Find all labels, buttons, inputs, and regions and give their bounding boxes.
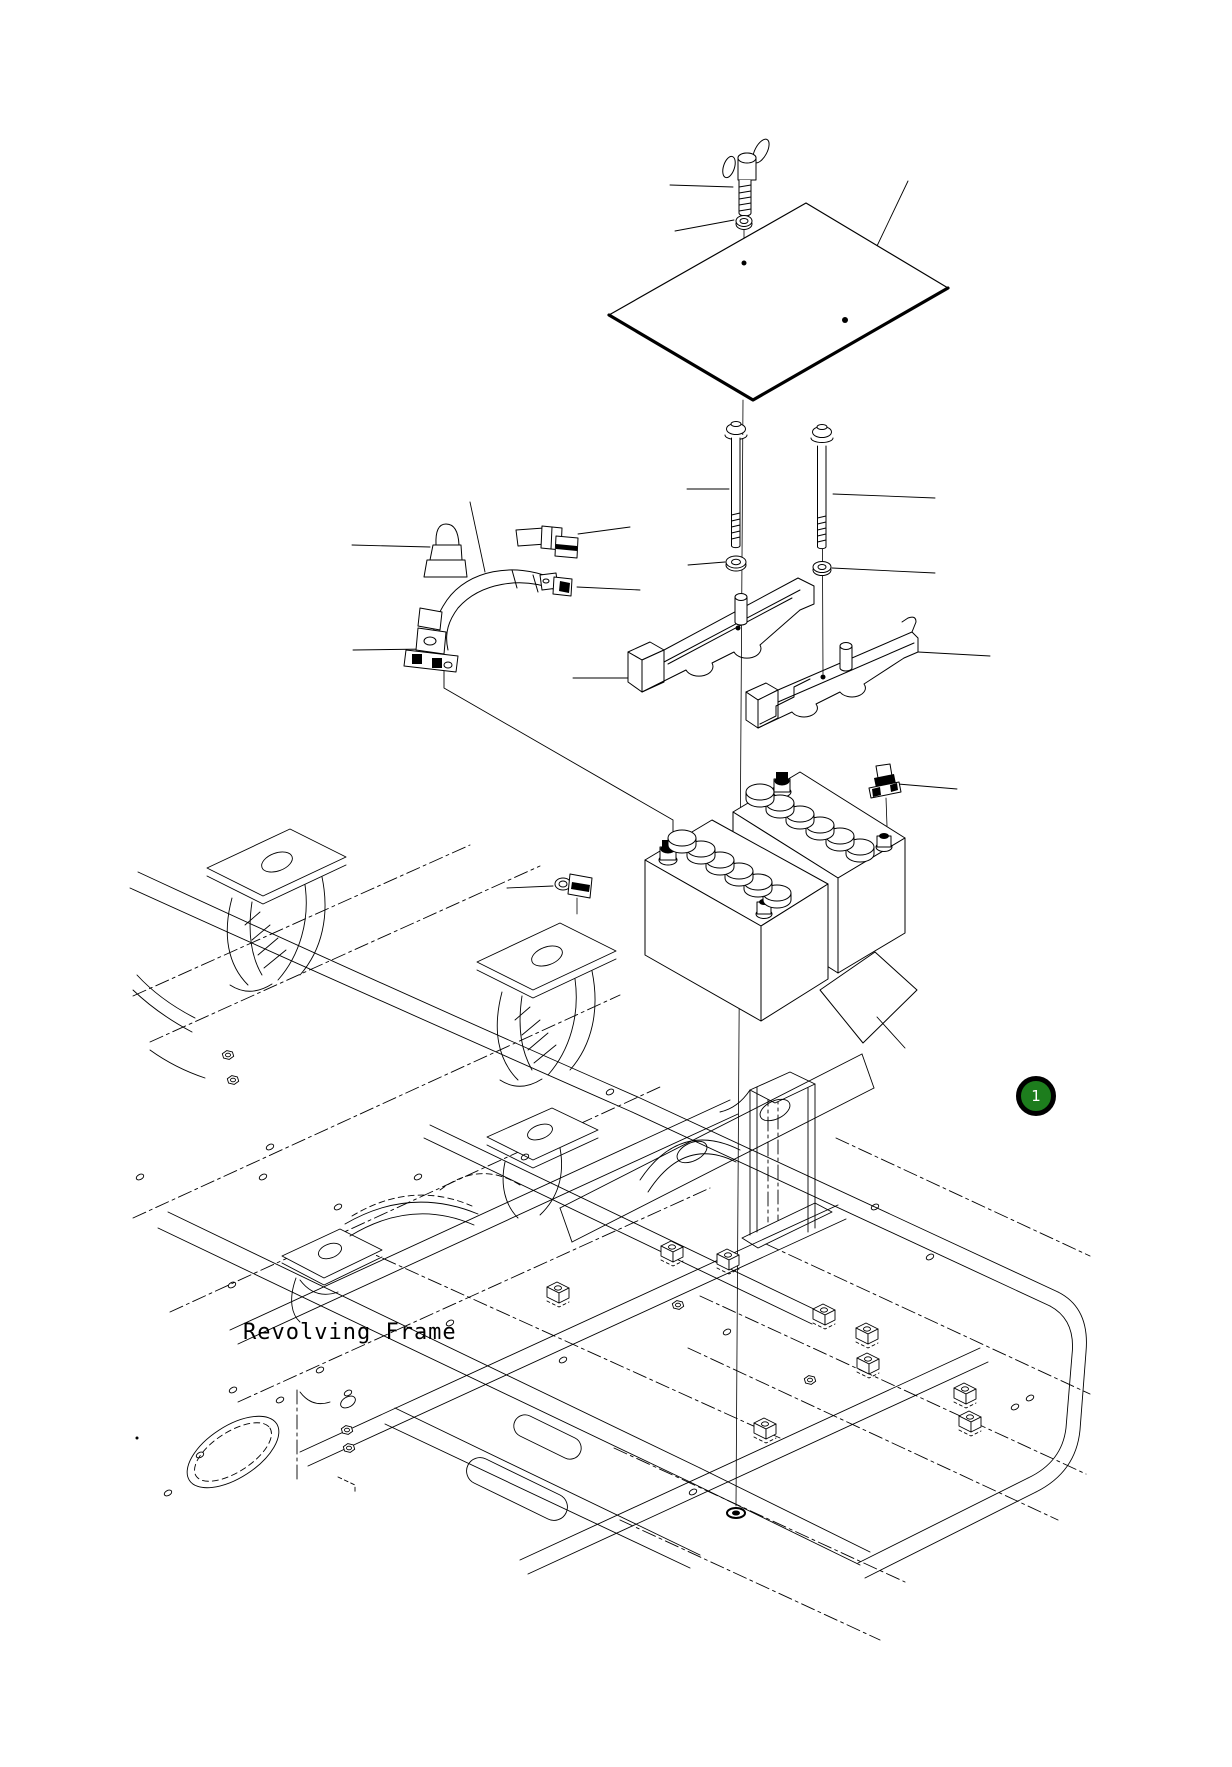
deck-hole — [925, 1253, 935, 1261]
mount-block — [855, 1322, 879, 1349]
leader-cable-assembly — [469, 501, 486, 573]
gusset-hatch — [514, 1006, 531, 1021]
terminal-cover-boot — [423, 523, 468, 578]
deck-hole — [163, 1489, 173, 1497]
deck-hole — [228, 1386, 238, 1394]
mount-block — [753, 1417, 777, 1444]
axis-terminal-right — [885, 797, 888, 827]
battery-front — [644, 819, 829, 1022]
mount-block — [953, 1382, 977, 1409]
mount-block — [660, 1240, 684, 1267]
part-callout-1[interactable]: 1 — [1016, 1076, 1056, 1116]
mount-block — [856, 1352, 880, 1379]
front-beam — [559, 1053, 875, 1243]
hex-nut — [221, 1050, 235, 1060]
hold-down-bolt-right — [810, 424, 834, 550]
leader-cable-clamp-top — [576, 586, 641, 591]
leader-frame-lower — [917, 651, 991, 657]
hex-nut — [342, 1443, 356, 1453]
leader-bolt-right — [832, 493, 936, 499]
revolving-frame-label: Revolving Frame — [243, 1320, 457, 1345]
deck-hole — [413, 1173, 423, 1181]
leader-clamp-left — [506, 885, 554, 889]
deck-hole — [343, 1389, 353, 1397]
mount-block — [546, 1281, 570, 1308]
oval-opening — [186, 1391, 356, 1493]
washer-left — [725, 555, 747, 572]
cylinder-pedestal-center — [439, 1107, 599, 1219]
battery-frame-upper — [627, 577, 815, 693]
leader-connector — [577, 526, 631, 535]
hex-nut — [803, 1375, 817, 1385]
deck-hole — [605, 1088, 615, 1096]
leader-terminal-boot — [351, 544, 431, 548]
cable-connector — [515, 525, 579, 559]
leader-washer-top — [674, 219, 735, 232]
cylinder-pedestal-left — [281, 1228, 383, 1323]
wing-bolt — [722, 138, 770, 217]
battery-frame-lower — [745, 616, 919, 729]
gusset-hatch — [244, 911, 261, 926]
deck-hole — [722, 1328, 732, 1336]
axis-end-washer — [726, 1507, 746, 1519]
battery-cable — [403, 569, 573, 673]
mount-block — [716, 1248, 740, 1275]
gusset-hatch — [257, 937, 279, 956]
leader-under-battery — [876, 1016, 906, 1049]
gusset-hatch — [263, 949, 287, 969]
boom-pedestal-1 — [206, 828, 347, 992]
plain-washer-top — [735, 215, 753, 230]
deck-hole — [333, 1203, 343, 1211]
deck-hole — [688, 1488, 698, 1496]
deck-hole — [195, 1451, 205, 1459]
boom-pedestal-2 — [476, 922, 617, 1087]
deck-hole — [265, 1143, 275, 1151]
deck-hole — [275, 1396, 285, 1404]
washer-right — [812, 561, 832, 576]
mount-block — [958, 1410, 982, 1437]
deck-hole — [315, 1366, 325, 1374]
deck-hole — [227, 1281, 237, 1289]
arch-bracket — [344, 1194, 479, 1237]
gusset-hatch — [533, 1044, 557, 1064]
gusset-hatch — [527, 1032, 549, 1051]
hex-nut — [671, 1300, 685, 1310]
leader-cover-plate — [876, 180, 909, 247]
frame-centerlines — [132, 844, 1091, 1641]
deck-slots — [466, 1414, 582, 1521]
leader-wing-bolt — [669, 184, 734, 188]
leader-terminal-right — [897, 783, 958, 790]
deck-hole — [520, 1153, 530, 1161]
deck-hole — [1010, 1403, 1020, 1411]
part-callout-number: 1 — [1031, 1086, 1041, 1105]
leader-cable-to-battery — [443, 667, 674, 844]
battery-terminal-clamp-left — [554, 873, 593, 915]
leader-washer-right — [831, 567, 936, 574]
battery-mat-outline — [819, 951, 918, 1044]
deck-hole — [135, 1173, 145, 1181]
leader-washer-left — [687, 561, 726, 566]
deck-hole — [870, 1203, 880, 1211]
gusset-hatch — [251, 924, 271, 941]
deck-hole — [558, 1356, 568, 1364]
hex-nut — [226, 1075, 240, 1085]
hex-nut — [340, 1425, 354, 1435]
deck-hole — [1025, 1394, 1035, 1402]
frame-tower — [639, 1071, 833, 1249]
battery-terminal-clamp-right — [868, 763, 902, 799]
hold-down-bolt-left — [724, 421, 748, 549]
deck-hole — [445, 1319, 455, 1327]
mount-block — [812, 1303, 836, 1330]
gusset-hatch — [521, 1019, 541, 1036]
battery-cover-plate — [607, 202, 950, 402]
revolving-frame — [129, 828, 1091, 1641]
deck-hole — [258, 1173, 268, 1181]
